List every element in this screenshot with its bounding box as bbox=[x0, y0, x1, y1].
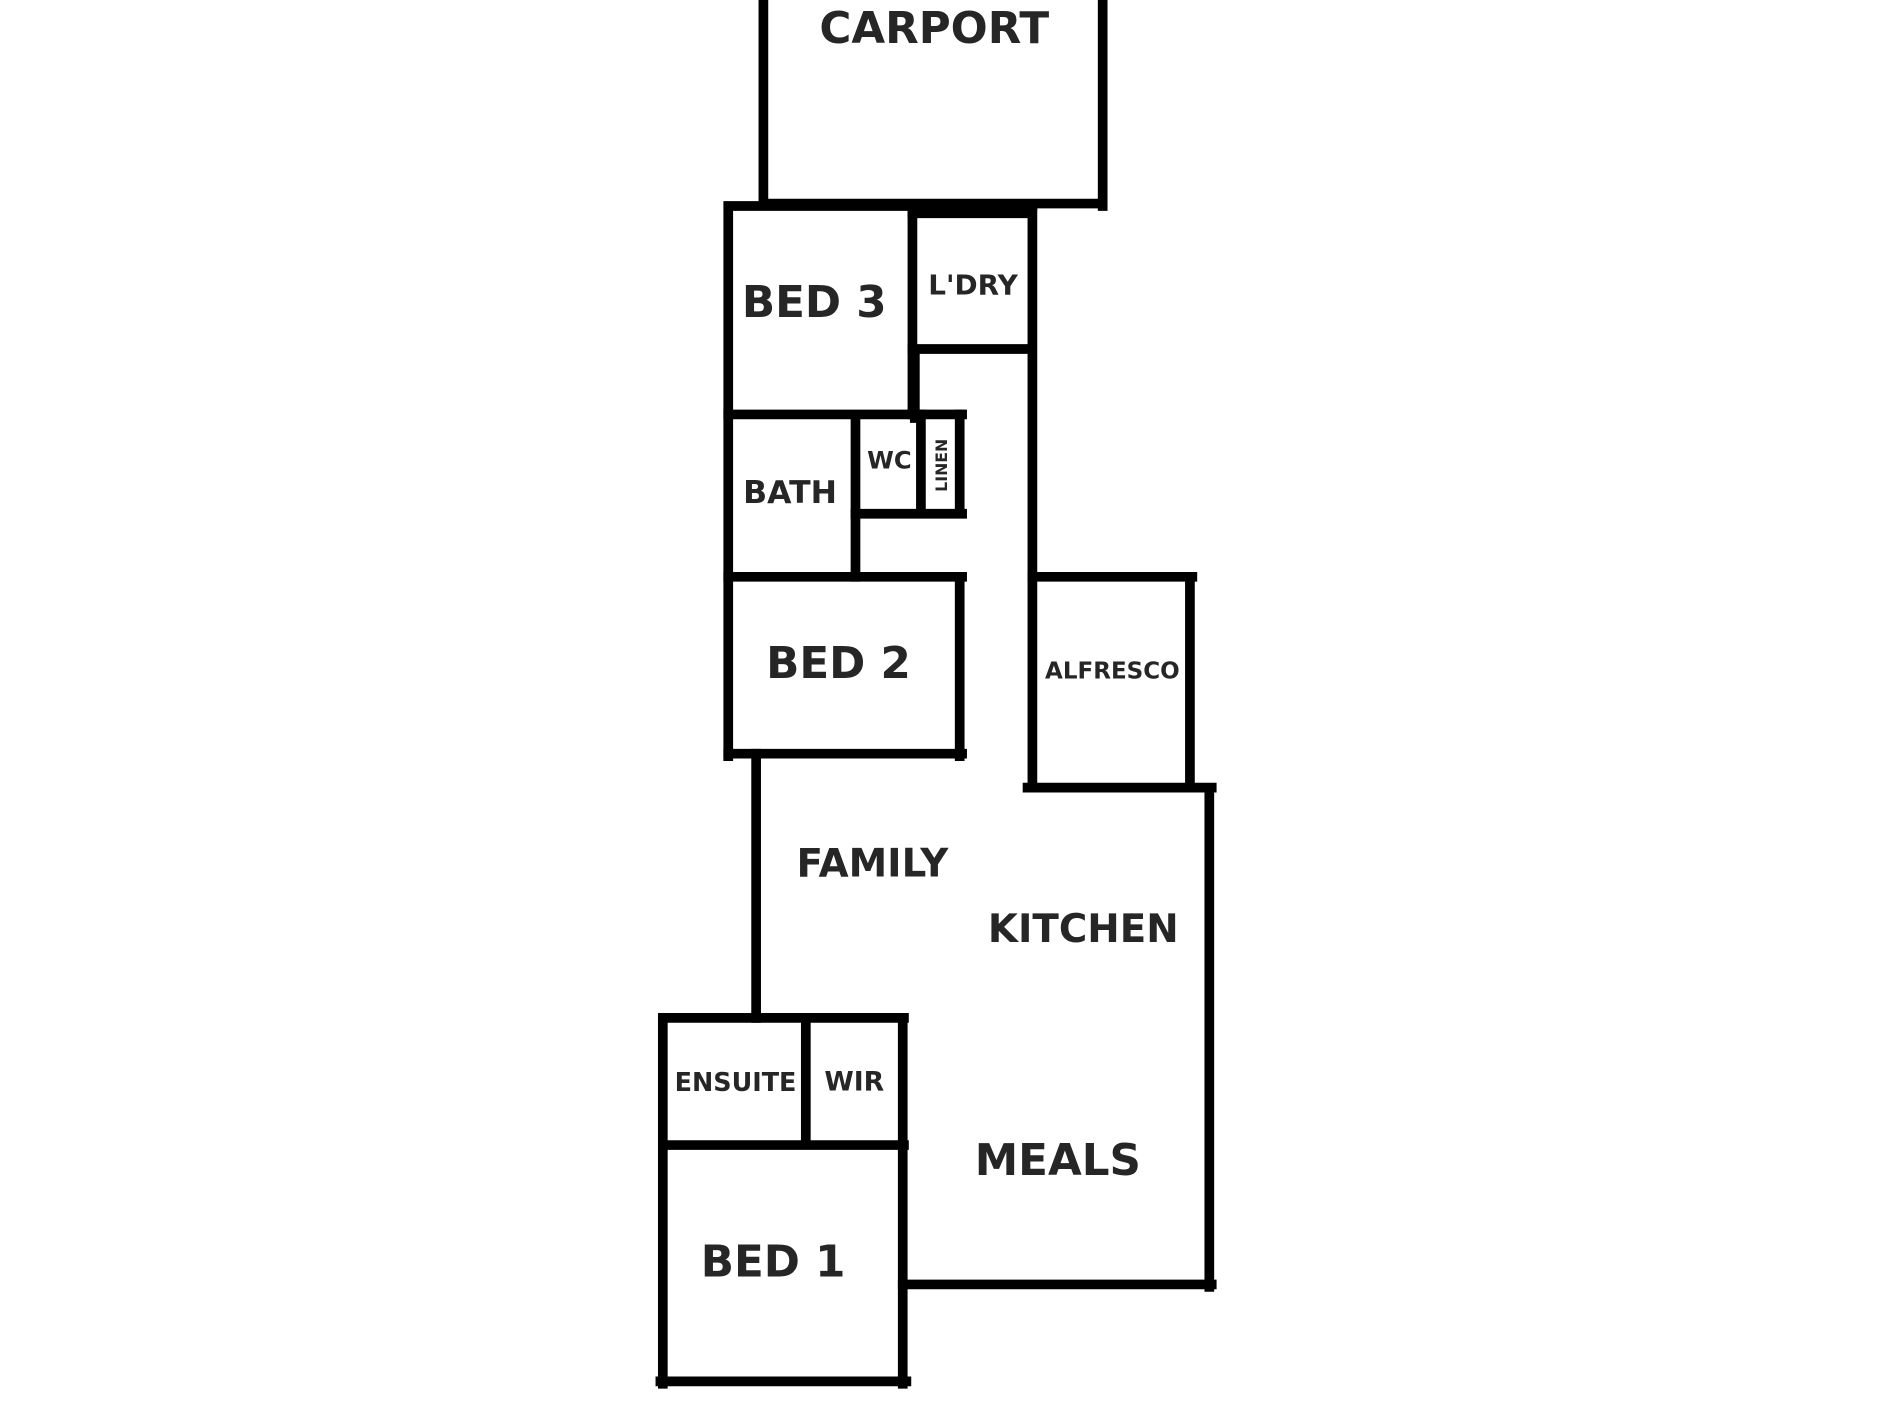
wc-linen-walls bbox=[850, 409, 967, 519]
room-label-carport: CARPORT bbox=[819, 4, 1049, 54]
room-label-kitchen: KITCHEN bbox=[988, 907, 1179, 952]
room-label-bed2: BED 2 bbox=[766, 639, 911, 689]
room-label-bed3: BED 3 bbox=[742, 278, 887, 328]
room-label-alfresco: ALFRESCO bbox=[1045, 658, 1180, 684]
room-label-ensuite: ENSUITE bbox=[675, 1067, 797, 1097]
room-label-wc: WC bbox=[867, 446, 911, 474]
room-label-linen: LINEN bbox=[932, 439, 951, 492]
room-label-wir: WIR bbox=[824, 1067, 884, 1098]
kitchen-meals-walls bbox=[897, 782, 1217, 1292]
bed1-suite-walls bbox=[655, 1013, 912, 1389]
room-label-laundry: L'DRY bbox=[928, 268, 1018, 301]
room-label-family: FAMILY bbox=[797, 841, 950, 886]
laundry-walls bbox=[907, 201, 1038, 793]
room-label-meals: MEALS bbox=[975, 1136, 1141, 1186]
bed2-walls bbox=[723, 571, 967, 761]
room-label-bath: BATH bbox=[743, 475, 837, 511]
room-label-bed1: BED 1 bbox=[701, 1238, 846, 1288]
walls bbox=[655, 0, 1217, 1389]
alfresco-walls bbox=[1027, 571, 1198, 793]
